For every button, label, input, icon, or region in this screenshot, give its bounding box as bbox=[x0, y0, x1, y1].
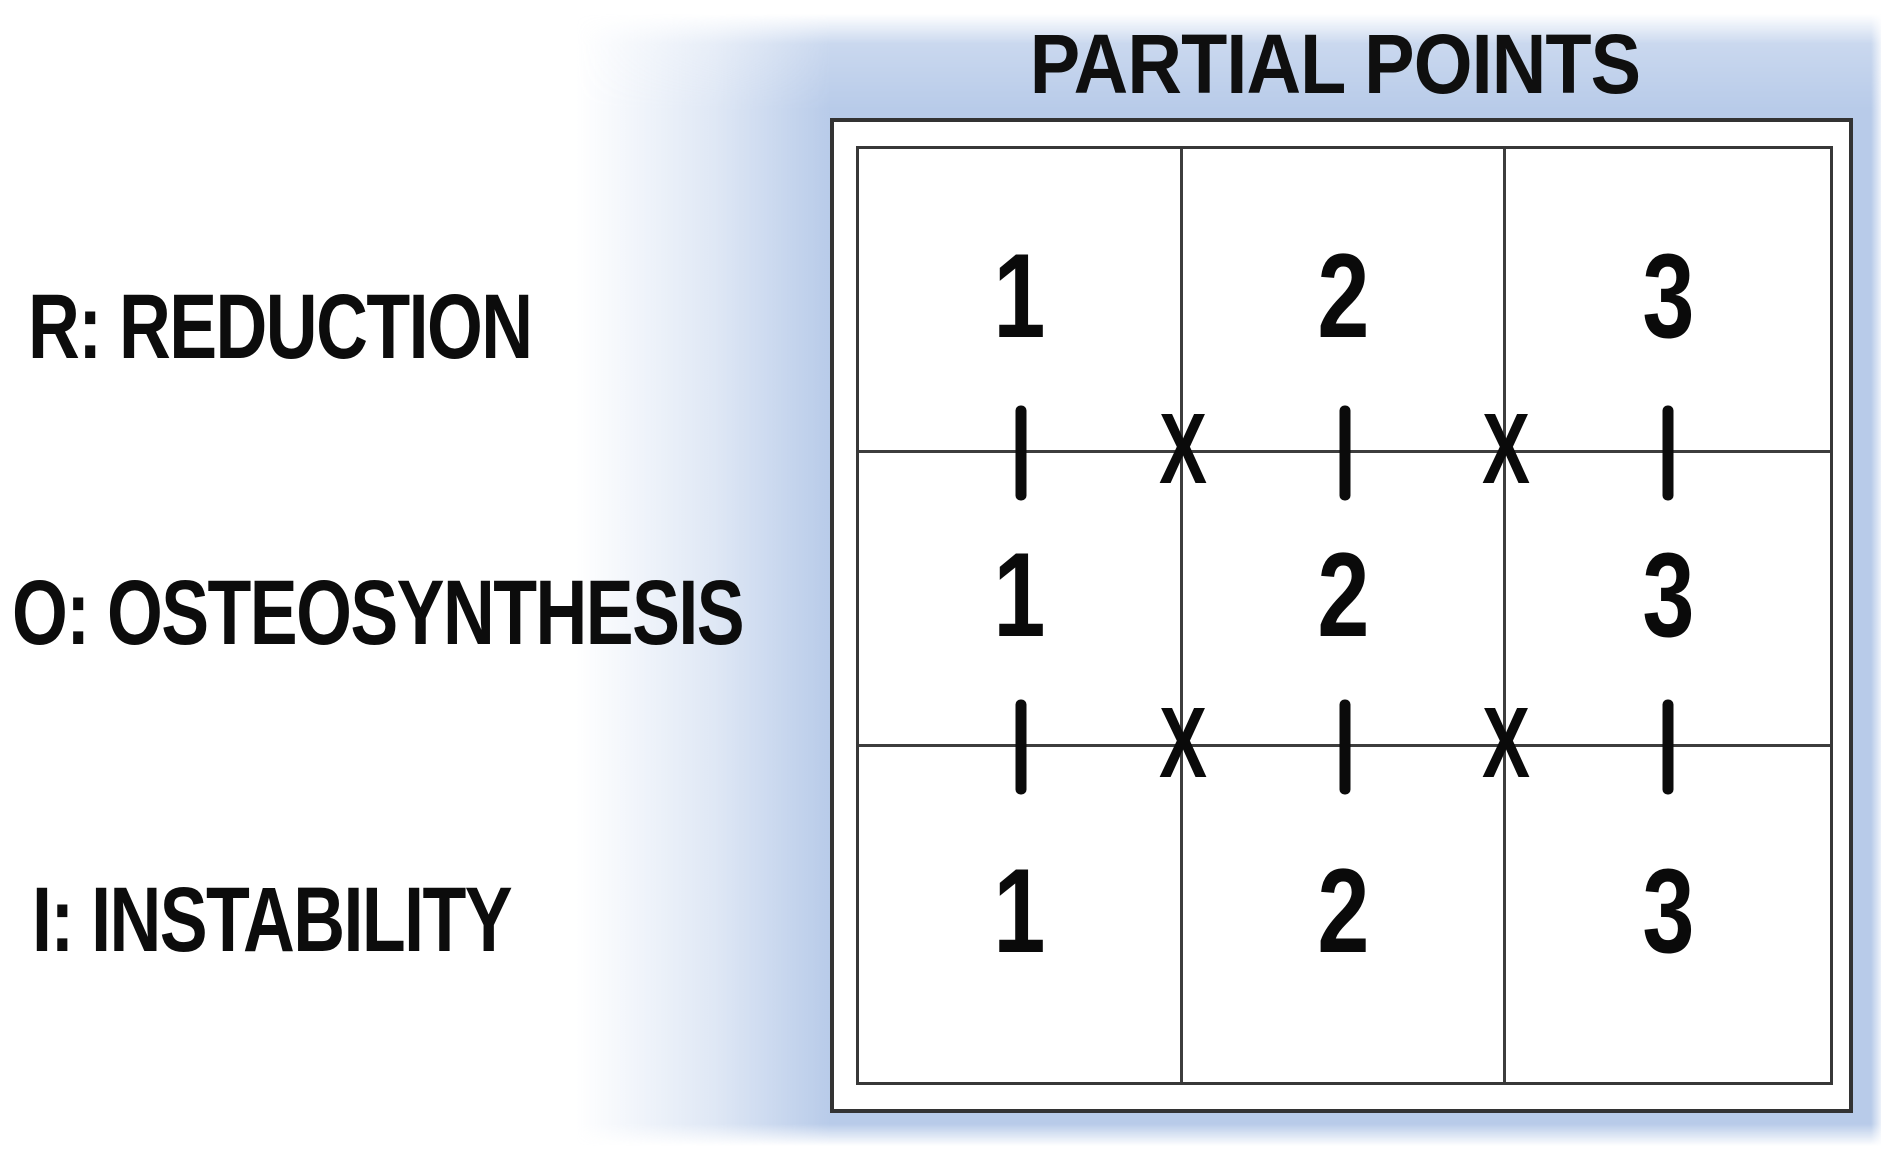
x-mark: X bbox=[1158, 393, 1207, 506]
row-label-instability: I: INSTABILITY bbox=[32, 869, 513, 971]
score-number: 1 bbox=[993, 228, 1046, 363]
grid-cell-r3c3: 3 bbox=[1506, 747, 1830, 1082]
row-label-osteosynthesis: O: OSTEOSYNTHESIS bbox=[12, 562, 745, 664]
figure-title: PARTIAL POINTS bbox=[1029, 17, 1641, 111]
tick-mark bbox=[1339, 405, 1350, 501]
tick-mark bbox=[1662, 699, 1674, 795]
tick-mark bbox=[1662, 405, 1674, 501]
score-number: 1 bbox=[993, 843, 1046, 978]
score-number: 2 bbox=[1316, 843, 1370, 978]
tick-mark bbox=[1339, 699, 1350, 795]
grid-cell-r2c2: 2 bbox=[1182, 453, 1507, 748]
score-number: 3 bbox=[1642, 843, 1695, 978]
x-mark: X bbox=[1482, 393, 1531, 506]
grid-cell-r3c1: 1 bbox=[859, 747, 1183, 1082]
score-number: 1 bbox=[993, 527, 1046, 662]
grid-cell-r2c1: 1 bbox=[859, 453, 1183, 748]
x-mark: X bbox=[1158, 687, 1207, 800]
x-mark: X bbox=[1482, 687, 1531, 800]
tick-mark bbox=[1015, 405, 1027, 501]
row-label-reduction: R: REDUCTION bbox=[28, 276, 533, 378]
score-grid: 1 2 3 1 2 3 1 2 3 X X bbox=[856, 146, 1833, 1085]
grid-cell-r3c2: 2 bbox=[1183, 747, 1507, 1082]
score-number: 3 bbox=[1642, 228, 1695, 363]
score-number: 3 bbox=[1642, 527, 1695, 662]
score-number: 2 bbox=[1316, 228, 1370, 363]
tick-mark bbox=[1015, 699, 1027, 795]
score-number: 2 bbox=[1316, 527, 1370, 662]
